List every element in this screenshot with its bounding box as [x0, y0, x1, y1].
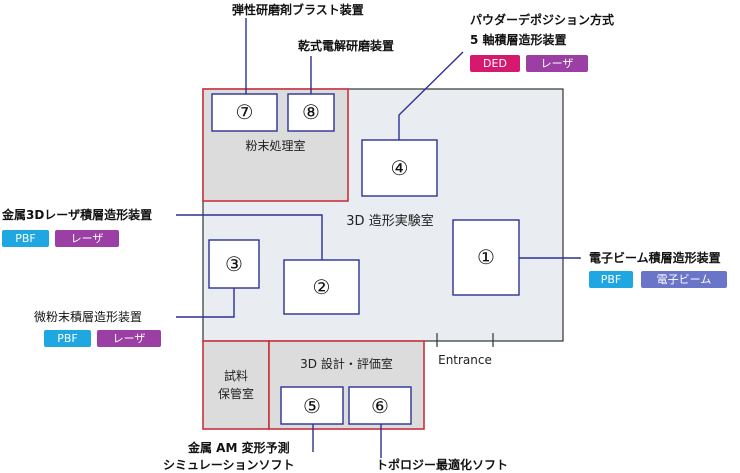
leader-line-4 — [398, 51, 464, 140]
equipment-label-5-line2: シミュレーションソフト — [163, 458, 295, 472]
equipment-label-2: 金属3Dレーザ積層造形装置 — [2, 208, 153, 222]
equipment-label-4-line1: パウダーデポジション方式 — [470, 13, 615, 27]
equipment-label-7: 弾性研磨剤ブラスト装置 — [232, 3, 364, 17]
tag-laser-3: レーザ — [97, 330, 161, 347]
equipment-number-6: ⑥ — [371, 394, 389, 418]
equipment-number-5: ⑤ — [303, 394, 321, 418]
tag-laser-2: レーザ — [55, 230, 119, 247]
equipment-number-3: ③ — [225, 252, 243, 276]
equipment-number-4: ④ — [390, 156, 409, 180]
equipment-label-4-line2: 5 軸積層造形装置 — [470, 33, 567, 47]
equipment-number-1: ① — [477, 245, 495, 269]
equipment-box-4 — [361, 139, 438, 197]
equipment-label-6: トポロジー最適化ソフト — [376, 458, 509, 472]
tag-pbf-3: PBF — [44, 330, 91, 347]
main-lab-label: 3D 造形実験室 — [346, 214, 434, 229]
tag-ded-4: DED — [470, 55, 520, 72]
equipment-label-5-line1: 金属 AM 変形予測 — [188, 441, 290, 455]
powder-room-label: 粉末処理室 — [245, 139, 306, 153]
equipment-number-8: ⑧ — [302, 100, 320, 124]
entrance-label: Entrance — [438, 353, 492, 367]
equipment-box-7 — [211, 93, 278, 132]
tag-laser-4: レーザ — [526, 55, 588, 72]
equipment-number-2: ② — [312, 275, 331, 299]
tag-pbf-1: PBF — [589, 271, 633, 288]
equipment-label-3: 微粉末積層造形装置 — [34, 310, 143, 324]
tag-pbf-2: PBF — [2, 230, 49, 247]
storage-room-label-1: 試料 — [223, 369, 248, 383]
equipment-box-5 — [280, 386, 344, 425]
leader-line-2 — [176, 214, 323, 260]
equipment-box-3 — [208, 239, 260, 289]
tag-ebeam-1: 電子ビーム — [641, 271, 727, 288]
equipment-number-7: ⑦ — [235, 100, 254, 124]
equipment-box-2 — [283, 259, 360, 315]
leader-line-3 — [176, 288, 235, 318]
storage-room-label-2: 保管室 — [217, 387, 254, 401]
equipment-label-8: 乾式電解研磨装置 — [298, 39, 395, 53]
equipment-box-6 — [348, 386, 412, 425]
equipment-label-1: 電子ビーム積層造形装置 — [589, 251, 721, 265]
storage-room — [202, 340, 270, 430]
leader-line-1 — [519, 257, 581, 259]
design-room-label: 3D 設計・評価室 — [300, 357, 393, 371]
